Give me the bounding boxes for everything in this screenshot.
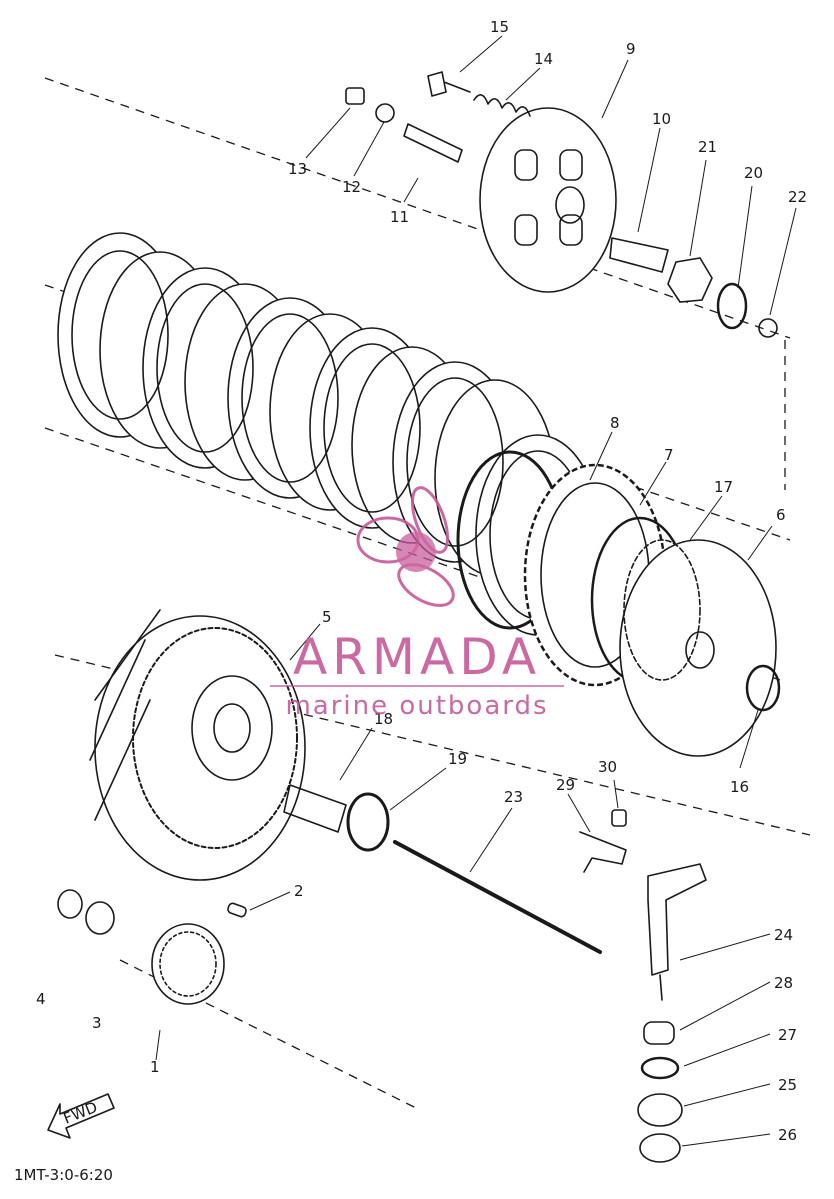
callout-labels: 15 14 9 10 21 20 22 13 12 11 8 7 17 6 5 … [14,18,807,1184]
circlip [745,664,781,712]
diagram-code: 1MT-3:0-6:20 [14,1166,113,1184]
woodruff-key [227,902,247,918]
push-rod-end [609,237,669,273]
small-nut [345,87,365,105]
clutch-boss [619,539,777,757]
watermark: ARMADA marine outboards [270,486,564,721]
bracket [579,831,627,873]
pin [403,123,463,163]
spring-plate [479,107,617,293]
callout-8: 8 [610,414,620,432]
oil-seal [640,1056,680,1080]
callout-6: 6 [776,506,786,524]
gear-washer [85,901,115,935]
spacer [643,1021,675,1045]
gear-nut [57,889,83,919]
watermark-tagline: marine outboards [285,691,548,721]
callout-12: 12 [342,178,361,196]
bolt [427,71,471,97]
bracket-screw [611,809,627,827]
fwd-arrow: FWD [47,1093,115,1139]
callout-11: 11 [390,208,409,226]
callout-3: 3 [92,1014,102,1032]
lock-washer [716,282,748,330]
primary-drive-gear [151,923,225,1005]
fwd-label: FWD [61,1098,100,1128]
sleeve [283,784,347,833]
push-lever-shaft [647,863,707,1001]
bushing [639,1133,681,1163]
callout-29: 29 [556,776,575,794]
gear-teeth [159,931,217,997]
callout-20: 20 [744,164,763,182]
callout-leaders [155,35,797,1147]
watermark-brand: ARMADA [293,628,541,686]
callout-27: 27 [778,1026,797,1044]
callout-2: 2 [294,882,304,900]
callout-1: 1 [150,1058,160,1076]
watermark-logo-icon [356,486,455,607]
callout-16: 16 [730,778,749,796]
callout-19: 19 [448,750,467,768]
push-rod-long [393,840,602,954]
callout-7: 7 [664,446,674,464]
callout-30: 30 [598,758,617,776]
clutch-housing [89,609,306,881]
lock-nut [667,257,713,303]
steel-ball [758,318,778,338]
callout-15: 15 [490,18,509,36]
small-washer [375,103,395,123]
callout-13: 13 [288,160,307,178]
callout-17: 17 [714,478,733,496]
bearing [637,1093,683,1127]
callout-23: 23 [504,788,523,806]
spring [473,94,531,117]
callout-22: 22 [788,188,807,206]
callout-14: 14 [534,50,553,68]
callout-24: 24 [774,926,793,944]
callout-9: 9 [626,40,636,58]
clutch-plate-stack [57,232,601,636]
callout-4: 4 [36,990,46,1008]
callout-25: 25 [778,1076,797,1094]
callout-18: 18 [374,710,393,728]
callout-21: 21 [698,138,717,156]
callout-28: 28 [774,974,793,992]
callout-26: 26 [778,1126,797,1144]
thrust-washer [346,792,390,852]
callout-5: 5 [322,608,332,626]
callout-10: 10 [652,110,671,128]
